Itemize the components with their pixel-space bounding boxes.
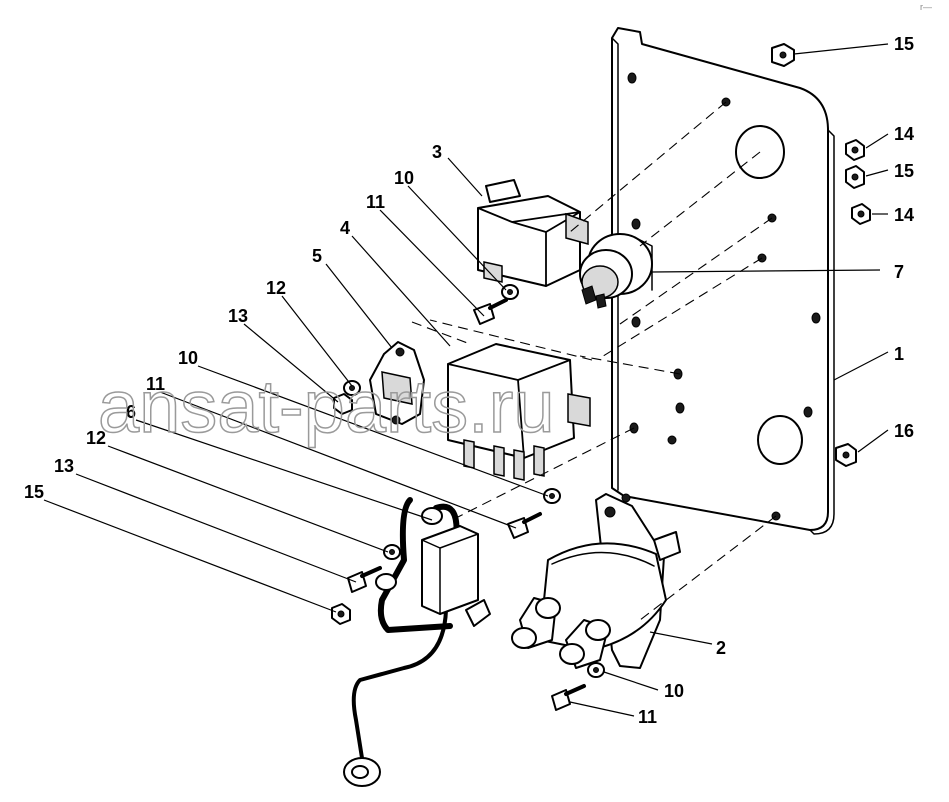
fasteners xyxy=(331,43,871,711)
callout-15-bottom: 16 xyxy=(894,421,914,441)
callout-10-solenoid: 10 xyxy=(664,681,684,701)
callout-11-relay-large: 11 xyxy=(146,374,165,394)
callout-10-relay-large: 10 xyxy=(178,348,198,368)
nut-15b xyxy=(845,165,865,189)
callout-1: 1 xyxy=(894,344,904,364)
nut-14b xyxy=(851,203,871,225)
nut-13a xyxy=(333,393,353,415)
callout-10-relay: 10 xyxy=(394,168,414,188)
washer-10c xyxy=(587,662,605,678)
callout-15-middle: 15 xyxy=(894,161,914,181)
rotary-switch xyxy=(579,233,653,309)
corner-mark: r— xyxy=(920,2,932,12)
washer-12b xyxy=(383,544,401,560)
screw-11c xyxy=(551,684,586,711)
starter-solenoid xyxy=(511,493,681,669)
nut-14a xyxy=(845,139,865,161)
callout-5: 5 xyxy=(312,246,322,266)
callout-7: 7 xyxy=(894,262,904,282)
callout-11-solenoid: 11 xyxy=(638,707,657,727)
washer-10b xyxy=(543,488,561,504)
mounting-plate xyxy=(611,27,835,535)
assembly-lines xyxy=(411,101,777,621)
callout-labels: 15 14 15 14 7 1 16 2 10 11 3 10 11 4 5 1… xyxy=(24,34,914,727)
watermark-text: ansat-parts.ru xyxy=(98,365,555,448)
cable-harness xyxy=(343,497,491,787)
washer-12a xyxy=(343,380,361,396)
nut-15a xyxy=(771,43,795,67)
callout-6: 6 xyxy=(126,402,136,422)
callout-14-lower: 14 xyxy=(894,205,914,225)
callout-13-bracket: 13 xyxy=(228,306,248,326)
callout-14-upper: 14 xyxy=(894,124,914,144)
callout-2: 2 xyxy=(716,638,726,658)
nut-16 xyxy=(331,603,351,625)
callout-4: 4 xyxy=(340,218,350,238)
leader-lines xyxy=(43,43,889,717)
callout-12-bracket: 12 xyxy=(266,278,286,298)
nut-15c xyxy=(835,443,857,467)
washer-10a xyxy=(501,284,519,300)
screw-11a xyxy=(473,298,508,325)
screw-13b xyxy=(347,566,382,593)
callout-11-relay: 11 xyxy=(366,192,385,212)
callout-15-top: 15 xyxy=(894,34,914,54)
callout-12-cable: 12 xyxy=(86,428,106,448)
relay-large xyxy=(447,343,591,481)
relay-small xyxy=(477,179,589,287)
callout-13-cable: 13 xyxy=(54,456,74,476)
screw-11b xyxy=(507,512,542,539)
callout-3: 3 xyxy=(432,142,442,162)
callout-16: 15 xyxy=(24,482,44,502)
bracket xyxy=(369,341,425,425)
